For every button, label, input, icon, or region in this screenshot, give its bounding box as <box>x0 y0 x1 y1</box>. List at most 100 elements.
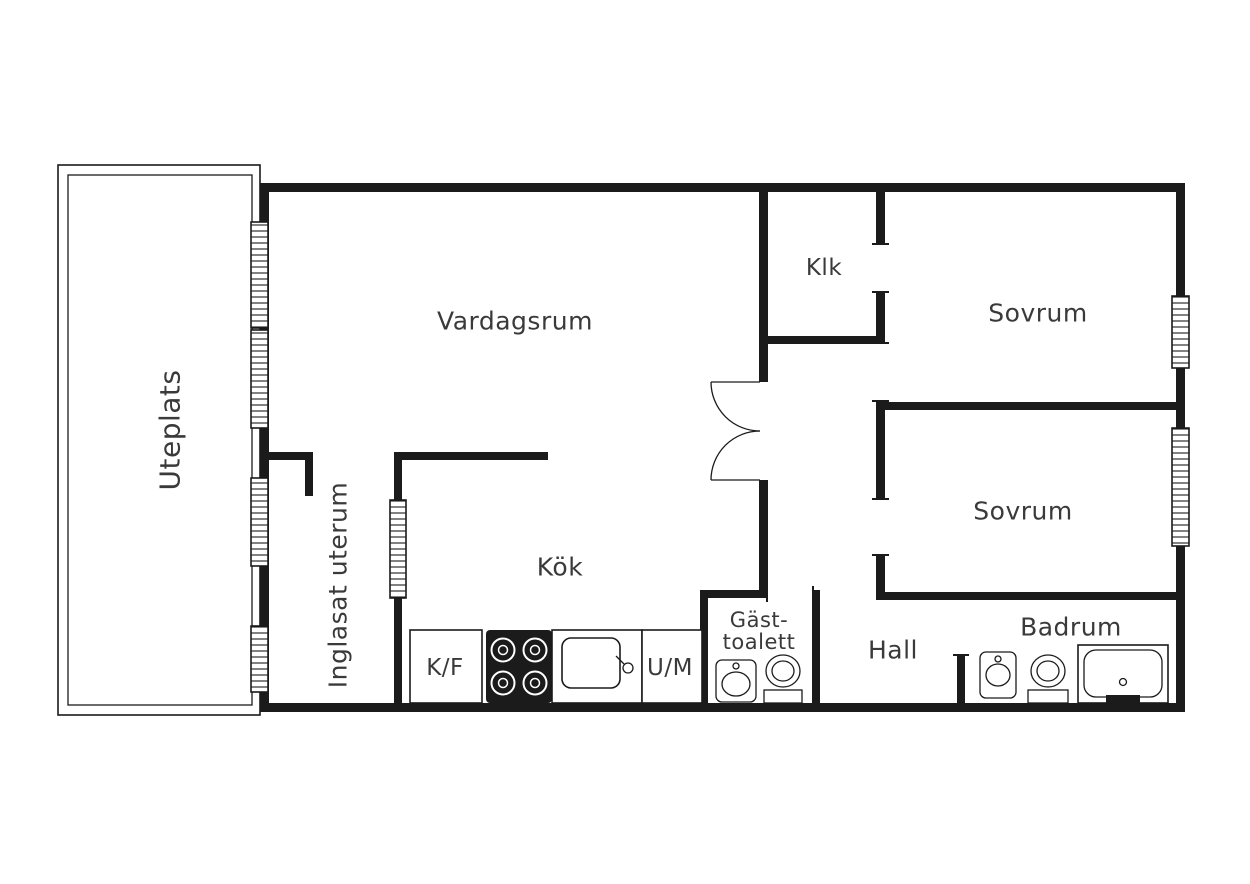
double-door-symbol <box>710 381 761 481</box>
bathtub-faucet-deck <box>1106 695 1140 703</box>
wall-segment <box>305 452 313 496</box>
toilet-bowl-inner <box>771 660 795 682</box>
bathtub-outline <box>1077 644 1169 704</box>
windows <box>250 221 1190 693</box>
door-jamb <box>766 586 768 602</box>
burner-icon <box>490 637 516 663</box>
room-label-hall: Hall <box>868 636 918 665</box>
burner-icon <box>529 677 541 689</box>
wall-segment <box>260 183 1185 192</box>
room-label-gast-toalett-line1: Gäst- <box>730 608 788 632</box>
toilet-tank <box>763 689 803 704</box>
toilet-tank <box>1027 689 1069 704</box>
door-jamb <box>953 598 969 600</box>
toilet-bowl-inner <box>1036 660 1060 682</box>
door-jamb <box>872 498 889 500</box>
door-swing-arc <box>710 430 761 481</box>
faucet-icon <box>994 655 1002 663</box>
window-symbol <box>389 499 407 599</box>
washbasin-symbol <box>715 659 757 703</box>
room-label-gast-toalett-line2: toalett <box>723 630 796 654</box>
wall-segment <box>394 452 402 500</box>
wall-segment <box>876 556 885 592</box>
door-jamb <box>812 586 814 602</box>
wall-segment <box>876 402 885 500</box>
interior-walls <box>269 183 1185 703</box>
patio-inner-edge <box>67 174 253 706</box>
wall-segment <box>876 292 885 344</box>
appliance-label-um: U/M <box>647 655 693 681</box>
room-label-uteplats: Uteplats <box>154 370 187 491</box>
room-label-sovrum-2: Sovrum <box>973 497 1072 526</box>
door-jamb <box>872 342 889 344</box>
wall-segment <box>759 336 885 344</box>
window-symbol <box>250 329 269 429</box>
wall-segment <box>759 480 768 598</box>
window-symbol <box>1171 295 1190 369</box>
wall-segment <box>876 402 1185 410</box>
door-swing-arc <box>710 381 761 432</box>
basin-bowl <box>985 663 1011 687</box>
burner-icon <box>522 670 548 696</box>
door-jamb <box>872 554 889 556</box>
um-unit <box>641 629 703 704</box>
basin-bowl <box>721 671 751 697</box>
wall-segment <box>876 183 885 245</box>
door-jamb <box>953 654 969 656</box>
room-labels: Uteplats Inglasat uterum Vardagsrum Klk … <box>154 255 1122 688</box>
window-symbol <box>250 221 269 329</box>
door-jamb <box>872 400 889 402</box>
room-label-badrum: Badrum <box>1020 613 1122 642</box>
basin-outline <box>979 651 1017 699</box>
wall-segment <box>759 183 768 382</box>
wall-segment <box>700 590 768 598</box>
pedestal-sink-symbol <box>979 651 1017 699</box>
room-label-inglasat-uterum: Inglasat uterum <box>324 482 353 688</box>
room-label-klk: Klk <box>806 255 842 281</box>
toilet-bowl <box>765 654 801 688</box>
faucet-icon <box>622 662 634 674</box>
faucet-icon <box>732 662 740 670</box>
burner-icon <box>490 670 516 696</box>
sink-basin <box>561 637 621 689</box>
toilet-symbol <box>1027 654 1069 704</box>
window-symbol <box>1171 427 1190 547</box>
door-jamb <box>872 243 889 245</box>
stove-top <box>486 630 552 703</box>
sink-counter <box>551 629 643 704</box>
wall-segment <box>812 590 820 703</box>
toilet-symbol <box>763 654 803 704</box>
window-symbol <box>250 625 269 693</box>
faucet-icon <box>615 655 625 665</box>
burner-icon <box>529 644 541 656</box>
guest-wc-fixtures <box>715 654 803 704</box>
kitchen-sink-symbol <box>551 629 643 704</box>
door-openings <box>766 243 969 656</box>
window-symbol <box>250 477 269 567</box>
bathtub-symbol <box>1077 644 1169 704</box>
burner-icon <box>497 644 509 656</box>
room-label-sovrum-1: Sovrum <box>988 299 1087 328</box>
wall-segment <box>260 703 1185 712</box>
wall-segment <box>876 592 1185 600</box>
wall-segment <box>394 452 548 460</box>
wall-segment <box>394 598 402 703</box>
room-label-kok: Kök <box>537 553 583 582</box>
wall-segment <box>269 452 313 460</box>
burner-icon <box>497 677 509 689</box>
burner-icon <box>522 637 548 663</box>
fridge-freezer-unit <box>409 629 483 704</box>
appliance-label-kf: K/F <box>426 655 464 681</box>
wall-segment <box>957 656 965 703</box>
kitchen-counter <box>409 629 703 704</box>
drain-icon <box>1118 677 1128 687</box>
bathroom-fixtures <box>979 644 1169 704</box>
basin-outline <box>715 659 757 703</box>
wall-segment <box>700 590 708 703</box>
wall-segment <box>260 183 269 712</box>
toilet-bowl <box>1030 654 1066 688</box>
door-jamb <box>872 291 889 293</box>
room-label-vardagsrum: Vardagsrum <box>437 307 593 336</box>
